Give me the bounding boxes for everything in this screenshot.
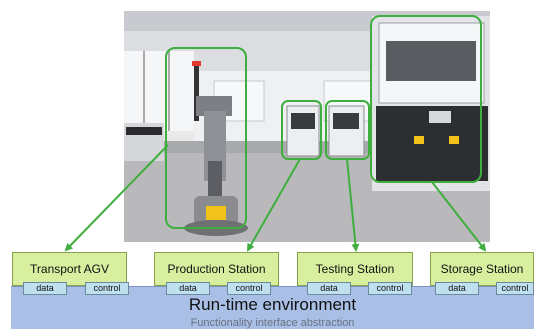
runtime-subtitle: Functionality interface abstraction [190,317,355,329]
module-transport-agv: Transport AGV [12,252,127,286]
module-storage-station: Storage Station [430,252,534,286]
module-title: Production Station [167,262,266,276]
module-title: Testing Station [315,262,395,276]
port-control-storage: control [496,282,534,295]
port-data-production: data [166,282,210,295]
port-data-transport: data [23,282,67,295]
module-testing-station: Testing Station [297,252,413,286]
module-title: Transport AGV [30,262,109,276]
port-control-production: control [227,282,271,295]
module-production-station: Production Station [154,252,279,286]
factory-photo-illustration [124,11,490,242]
runtime-title: Run-time environment [188,295,357,314]
factory-photo [124,11,490,242]
port-data-testing: data [307,282,351,295]
port-control-testing: control [368,282,412,295]
port-control-transport: control [85,282,129,295]
port-data-storage: data [435,282,479,295]
module-title: Storage Station [440,262,524,276]
